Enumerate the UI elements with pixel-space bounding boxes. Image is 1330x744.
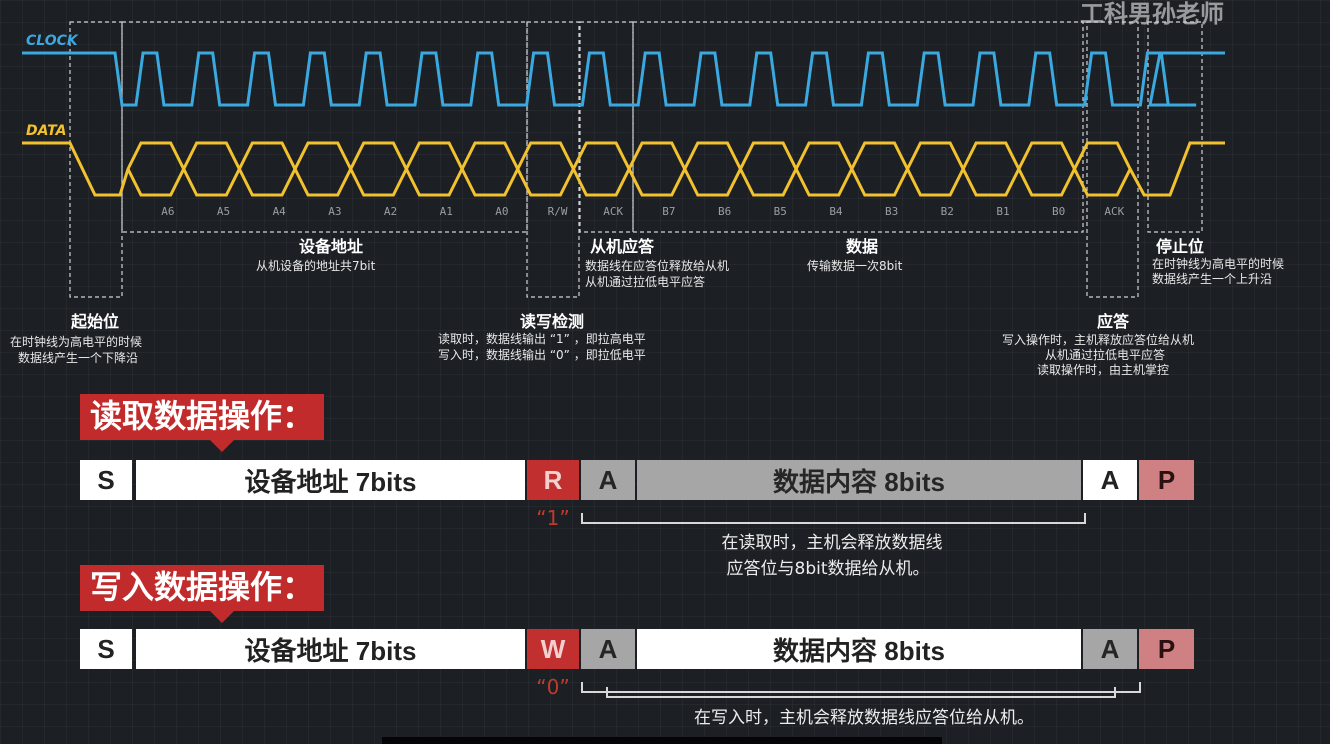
read-quote: “1” [536,506,570,530]
read-data-cell: 数据内容 8bits [637,460,1081,500]
data-label: DATA [26,123,67,139]
write-ack-cell-1: A [581,629,635,669]
bit-label-b5: B5 [773,205,787,218]
write-ack-cell-2: A [1083,629,1137,669]
ack-desc-2: 从机通过拉低电平应答 [1045,348,1166,362]
start-desc-1: 在时钟线为高电平的时候 [10,335,143,349]
write-quote: “0” [536,675,570,699]
address-desc: 从机设备的地址共7bit [256,259,376,273]
slave-ack-desc-2: 从机通过拉低电平应答 [585,275,706,289]
read-ack-cell-1: A [581,460,635,500]
bit-label-b1: B1 [996,205,1010,218]
start-desc-2: 数据线产生一个下降沿 [18,351,139,365]
rw-desc-1: 读取时，数据线输出 “1” ，即拉高电平 [438,332,646,346]
write-op-frame: S 设备地址 7bits W A 数据内容 8bits A P [80,629,1194,669]
data-title: 数据 [845,237,879,256]
read-op-frame: S 设备地址 7bits R A 数据内容 8bits A P [80,460,1194,500]
write-bracket-inner [606,687,1116,698]
bit-label-b0: B0 [1052,205,1066,218]
clock-label: CLOCK [26,33,78,49]
stop-desc-1: 在时钟线为高电平的时候 [1152,257,1285,271]
data-waveform-upper [22,141,1225,197]
write-address-cell: 设备地址 7bits [136,629,525,669]
stop-title: 停止位 [1155,237,1205,256]
stop-desc-2: 数据线产生一个上升沿 [1152,272,1273,286]
write-op-heading: 写入数据操作： [80,565,325,623]
read-start-cell: S [80,460,132,500]
bit-label-ack: ACK [603,205,624,218]
read-note-1: 在读取时，主机会释放数据线 [721,533,943,553]
data-desc: 传输数据一次8bit [807,259,903,273]
write-data-cell: 数据内容 8bits [637,629,1081,669]
ack-title: 应答 [1096,312,1130,331]
bit-label-a1: A1 [439,205,453,218]
bit-label-a0: A0 [495,205,509,218]
bit-label-a3: A3 [328,205,342,218]
read-rw-cell: R [527,460,579,500]
bit-label-a2: A2 [383,205,398,218]
read-bracket [581,513,1086,524]
read-note-2: 应答位与8bit数据给从机。 [726,559,930,579]
bit-label-ack: ACK [1104,205,1125,218]
bit-label-a5: A5 [216,205,231,218]
section-box-2 [526,21,580,298]
read-stop-cell: P [1139,460,1194,500]
address-title: 设备地址 [298,237,364,256]
read-op-heading: 读取数据操作： [80,394,325,452]
slave-ack-title: 从机应答 [589,237,655,256]
timing-diagram [22,21,1225,298]
bit-label-a6: A6 [161,205,175,218]
ack-desc-3: 读取操作时，由主机掌控 [1037,363,1170,377]
write-stop-cell: P [1139,629,1194,669]
bit-label-b4: B4 [829,205,843,218]
write-start-cell: S [80,629,132,669]
bit-label-b3: B3 [884,205,899,218]
write-note: 在写入时，主机会释放数据线应答位给从机。 [694,708,1034,728]
bit-label-b6: B6 [717,205,732,218]
section-box-6 [1147,21,1203,233]
bit-label-a4: A4 [272,205,286,218]
write-rw-cell: W [527,629,579,669]
clock-waveform [22,51,1225,107]
rw-title: 读写检测 [519,312,585,331]
section-box-5 [1086,21,1139,298]
rw-desc-2: 写入时，数据线输出 “0” ，即拉低电平 [438,348,646,362]
video-progress-bar [382,737,942,744]
slave-ack-desc-1: 数据线在应答位释放给从机 [585,259,730,273]
bit-label-b7: B7 [662,205,676,218]
write-bracket-outer [581,682,1141,693]
start-title: 起始位 [70,312,120,331]
read-ack-cell-2: A [1083,460,1137,500]
section-box-4 [632,21,1084,233]
bit-label-b2: B2 [940,205,954,218]
ack-desc-1: 写入操作时，主机释放应答位给从机 [1002,333,1195,347]
watermark: 工科男孙老师 [1080,0,1224,28]
read-address-cell: 设备地址 7bits [136,460,525,500]
data-waveform-lower [126,165,1132,197]
bit-label-r-w: R/W [547,205,568,218]
